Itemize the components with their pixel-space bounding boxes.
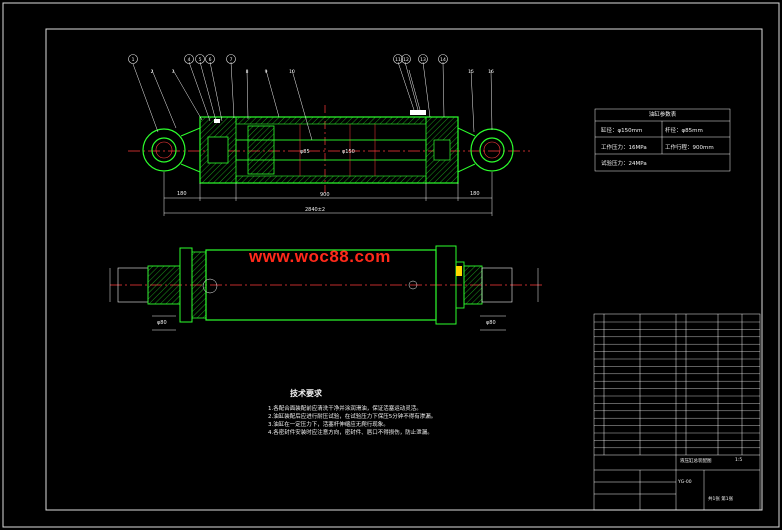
tech-req-line-1: 1.各配合面装配前应清洗干净并涂润滑油，保证活塞运动灵活。 bbox=[268, 406, 422, 412]
balloon-label: 10 bbox=[289, 69, 295, 75]
assembly-section-view bbox=[128, 54, 530, 216]
guide-sleeve-bore bbox=[207, 136, 229, 164]
rod-head-link bbox=[180, 127, 201, 173]
tech-req-line-3: 3.油缸在一定压力下，活塞杆伸缩应无爬行现象。 bbox=[268, 422, 389, 428]
balloon-label: 11 bbox=[395, 57, 401, 63]
title-block bbox=[594, 454, 760, 510]
dim-overall: 2840±2 bbox=[305, 207, 325, 213]
dim-pin-left: φ80 bbox=[157, 320, 167, 326]
title-block-drawing-no: YG-00 bbox=[678, 480, 692, 485]
detail-marker bbox=[202, 278, 218, 294]
balloon-label: 6 bbox=[209, 57, 212, 63]
right-cylinder-eye bbox=[470, 128, 514, 172]
balloon-label: 5 bbox=[199, 57, 202, 63]
left-eye-pin bbox=[155, 141, 173, 159]
rod-end-gland bbox=[191, 251, 207, 319]
balloon-label: 8 bbox=[246, 69, 249, 75]
barrel-wall-bottom bbox=[235, 175, 427, 184]
balloon-label: 15 bbox=[468, 69, 474, 75]
dim-bore: φ150 bbox=[342, 149, 355, 155]
param-table-title: 油缸参数表 bbox=[648, 112, 677, 118]
balloon-label: 7 bbox=[230, 57, 233, 63]
balloon-label: 12 bbox=[403, 57, 409, 63]
balloon-label: 4 bbox=[188, 57, 191, 63]
bottom-dimensions bbox=[163, 172, 493, 216]
bottom-port bbox=[433, 139, 451, 161]
seal-1 bbox=[214, 119, 220, 123]
param-row-2-left: 工作压力：16MPa bbox=[601, 145, 647, 151]
watermark[interactable]: www.woc88.com bbox=[249, 247, 391, 266]
dim-left-end: 180 bbox=[177, 191, 187, 197]
param-table: 油缸参数表 缸径：φ150mm 杆径：φ85mm 工作压力：16MPa 工作行程… bbox=[595, 109, 730, 171]
barrel-wall-top bbox=[235, 116, 427, 125]
piston bbox=[247, 125, 275, 175]
port-marker bbox=[408, 280, 418, 290]
cylinder-bottom bbox=[425, 116, 459, 184]
balloon-label: 3 bbox=[172, 69, 175, 75]
leader-lines-right bbox=[397, 61, 493, 133]
balloon-label: 1 bbox=[132, 57, 135, 63]
parts-list bbox=[593, 313, 761, 511]
technical-requirements: 技术要求 1.各配合面装配前应清洗干净并涂润滑油，保证活塞运动灵活。 2.油缸装… bbox=[268, 388, 436, 437]
param-row-3-left: 试验压力：24MPa bbox=[601, 161, 647, 167]
right-clevis bbox=[463, 265, 483, 305]
left-eye-bore bbox=[151, 137, 177, 163]
seal-3 bbox=[418, 110, 426, 115]
title-block-scale: 1:5 bbox=[735, 458, 743, 463]
param-row-2-right: 工作行程：900mm bbox=[665, 145, 714, 151]
right-clevis-outline bbox=[481, 267, 513, 303]
dim-rod: φ85 bbox=[300, 149, 310, 155]
left-clevis bbox=[147, 265, 181, 305]
part-balloons bbox=[128, 54, 448, 64]
param-row-1-right: 杆径：φ85mm bbox=[665, 128, 703, 134]
left-rod-eye bbox=[142, 128, 186, 172]
balloon-label: 16 bbox=[488, 69, 494, 75]
oil-port bbox=[456, 266, 462, 276]
dimension-labels: 2840±2 900 φ150 φ85 180 180 φ80 φ80 bbox=[157, 149, 496, 326]
param-row-1-left: 缸径：φ150mm bbox=[601, 128, 643, 134]
cylinder-head-link bbox=[457, 127, 476, 173]
parts-list-rows bbox=[594, 321, 760, 448]
leader-lines-left bbox=[132, 61, 313, 141]
lower-dimensions bbox=[109, 268, 539, 331]
seal-2 bbox=[410, 110, 418, 115]
title-block-sheet: 共1张 第1张 bbox=[708, 497, 734, 502]
dim-right-end: 180 bbox=[470, 191, 480, 197]
param-table-frame bbox=[594, 108, 731, 172]
external-view bbox=[109, 245, 545, 331]
tech-req-line-2: 2.油缸装配后应进行耐压试验，在试验压力下保压5分钟不得有渗漏。 bbox=[268, 414, 437, 420]
dim-stroke: 900 bbox=[320, 192, 330, 198]
tech-req-line-4: 4.各密封件安装时应注意方向，密封件、唇口不得损伤，防止泄漏。 bbox=[268, 430, 433, 436]
title-block-name: 液压缸总装配图 bbox=[680, 459, 712, 464]
balloon-label: 14 bbox=[440, 57, 446, 63]
balloon-label: 2 bbox=[151, 69, 154, 75]
tech-req-title: 技术要求 bbox=[290, 389, 322, 398]
cylinder-barrel bbox=[199, 116, 459, 184]
dim-pin-right: φ80 bbox=[486, 320, 496, 326]
right-eye-pin bbox=[483, 141, 501, 159]
inner-frame bbox=[45, 28, 763, 511]
balloon-label: 13 bbox=[420, 57, 426, 63]
balloon-label: 9 bbox=[265, 69, 268, 75]
right-eye-bore bbox=[479, 137, 505, 163]
